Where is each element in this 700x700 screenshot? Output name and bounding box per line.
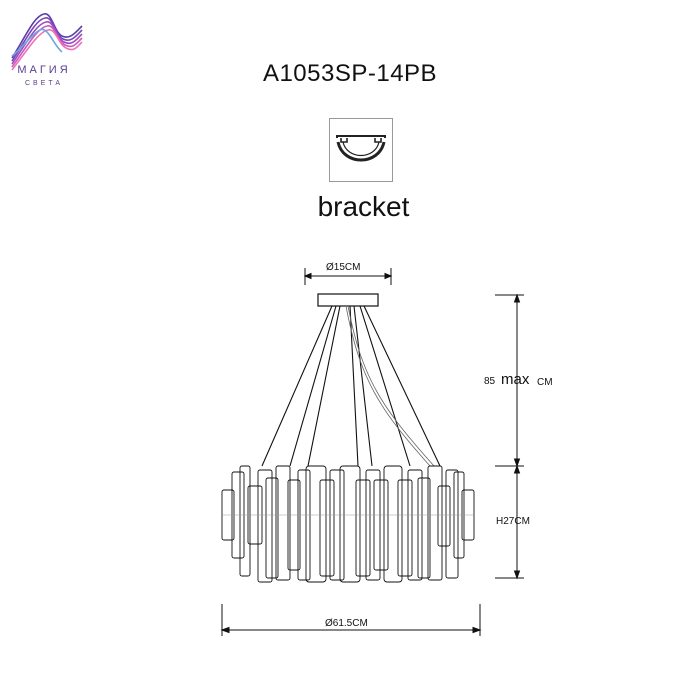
canopy-diameter-label: Ø15CM [326, 262, 361, 273]
diameter-label: Ø61.5CM [325, 618, 368, 629]
height-label: H27CM [496, 516, 530, 527]
bracket-icon [329, 118, 393, 182]
drop-max-label: max [501, 371, 530, 388]
drop-value-label: 85 [484, 376, 496, 387]
crystal-body [221, 465, 475, 583]
brand-logo [11, 13, 83, 71]
logo-subtitle: СВЕТА [24, 80, 64, 87]
drop-unit-label: CM [537, 377, 553, 388]
logo-wordmark: МАГИЯ [17, 64, 71, 76]
canopy [317, 293, 379, 307]
model-number: A1053SP-14PB [262, 60, 438, 87]
bracket-label: bracket [317, 191, 410, 222]
